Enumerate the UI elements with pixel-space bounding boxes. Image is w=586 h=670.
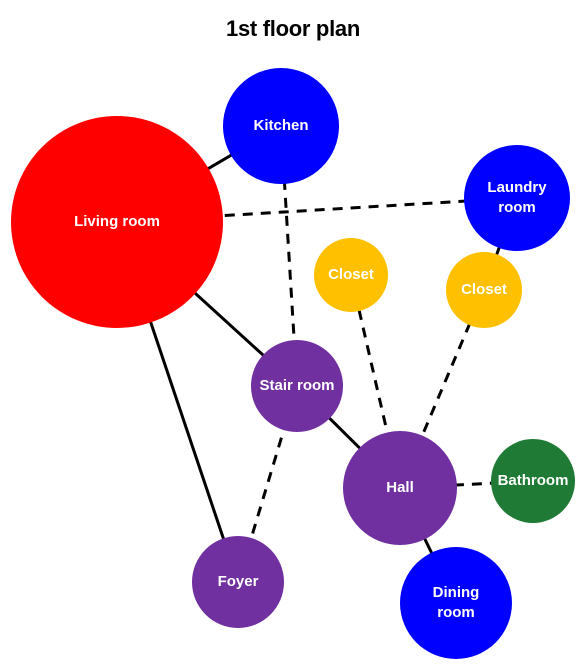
node-label-stair-room: Stair room [259,377,334,394]
node-circle-dining-room [400,547,512,659]
node-kitchen: Kitchen [223,68,339,184]
edge-living-room-to-laundry-room [116,196,518,224]
node-bathroom: Bathroom [491,439,575,523]
node-closet-left: Closet [314,238,388,312]
node-label-living-room: Living room [74,213,160,230]
node-circle-kitchen [223,68,339,184]
node-label-laundry-room-line-1: Laundry [487,179,547,196]
node-label-foyer: Foyer [218,573,259,590]
node-circle-living-room [11,116,223,328]
nodes-layer: Living roomKitchenLaundryroomClosetClose… [11,68,575,659]
node-circle-closet-right [446,252,522,328]
node-label-kitchen: Kitchen [253,117,308,134]
node-label-hall: Hall [386,479,414,496]
node-label-dining-room-line-1: Dining [433,584,480,601]
node-laundry-room: Laundry room [464,145,570,251]
node-label-closet-left: Closet [328,266,374,283]
node-label-laundry-room-line-2: room [498,199,536,216]
node-circle-bathroom [491,439,575,523]
node-circle-laundry-room [464,145,570,251]
node-label-dining-room-line-2: room [437,604,475,621]
node-circle-hall [343,431,457,545]
diagram-title: 1st floor plan [226,16,360,41]
node-hall: Hall [343,431,457,545]
node-living-room: Living room [11,116,223,328]
node-label-closet-right: Closet [461,281,507,298]
node-label-bathroom: Bathroom [498,472,569,489]
node-circle-closet-left [314,238,388,312]
node-dining-room: Dining room [400,547,512,659]
node-stair-room: Stair room [251,340,343,432]
node-foyer: Foyer [192,536,284,628]
node-closet-right: Closet [446,252,522,328]
node-circle-foyer [192,536,284,628]
node-circle-stair-room [251,340,343,432]
